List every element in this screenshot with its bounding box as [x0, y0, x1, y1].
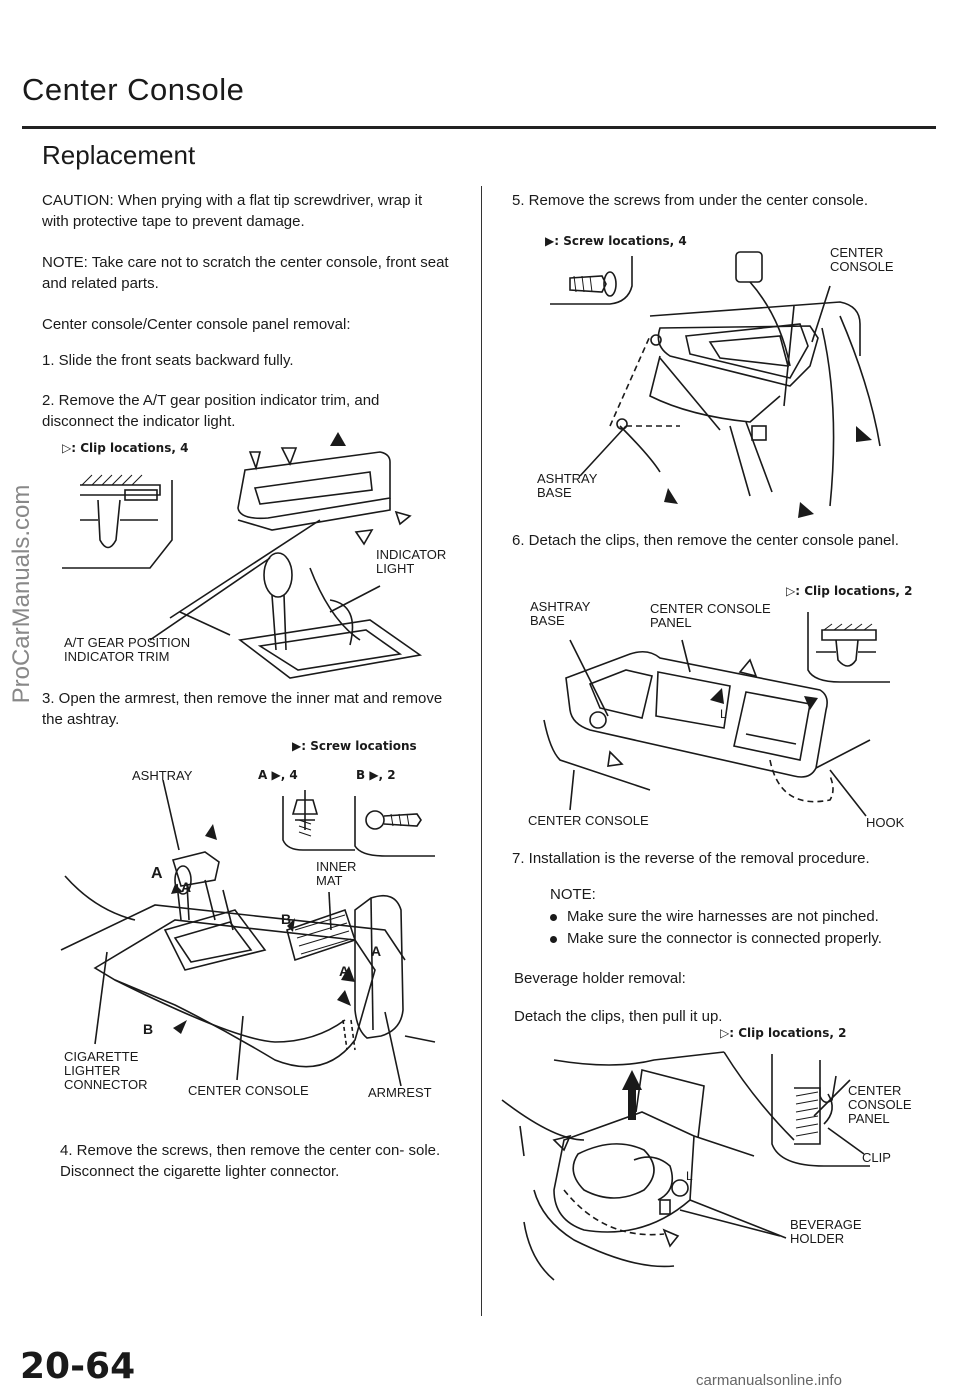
fig2-screw-a: A ▶, 4: [258, 768, 298, 782]
column-divider: [481, 186, 482, 1316]
fig2-center-console-illustration: A A B B A A: [60, 779, 436, 1087]
section-subtitle: Replacement: [42, 140, 196, 170]
fig5-clip-locations: ▷: Clip locations, 2: [720, 1026, 847, 1040]
step-4: 4. Remove the screws, then remove the ce…: [60, 1142, 441, 1180]
note-item-1-text: Make sure the wire harnesses are not pin…: [567, 908, 879, 925]
fig1-indicator-light-label: INDICATOR LIGHT: [376, 547, 447, 576]
title-rule: [22, 126, 936, 129]
note-item-1: Make sure the wire harnesses are not pin…: [550, 906, 879, 927]
fig4-clip-locations: ▷: Clip locations, 2: [786, 584, 913, 598]
fig4-hook-label: HOOK: [866, 815, 905, 830]
fig4-center-console-label: CENTER CONSOLE: [528, 813, 649, 828]
fig2-center-console-label: CENTER CONSOLE: [188, 1083, 309, 1098]
fig4-console-panel-illustration: L: [543, 612, 890, 817]
page-number: 20-64: [20, 1346, 136, 1387]
side-watermark: ProCarManuals.com: [8, 484, 35, 704]
footer-site: carmanualsonline.info: [696, 1372, 842, 1389]
fig4-ashtray-base-label: ASHTRAY BASE: [530, 599, 591, 628]
fig1-indicator-trim-illustration: [62, 432, 423, 679]
removal-heading: Center console/Center console panel remo…: [42, 316, 351, 333]
step-2: 2. Remove the A/T gear position indicato…: [42, 392, 380, 430]
fig2-armrest-label: ARMREST: [368, 1085, 432, 1100]
svg-text:B: B: [281, 911, 291, 927]
fig1-clip-locations: ▷: Clip locations, 4: [62, 441, 189, 455]
note-item-2: Make sure the connector is connected pro…: [550, 928, 882, 949]
fig3-ashtray-base-label: ASHTRAY BASE: [537, 471, 598, 500]
svg-text:A: A: [371, 943, 381, 959]
beverage-text: Detach the clips, then pull it up.: [514, 1008, 723, 1025]
bullet-icon: [550, 935, 557, 943]
svg-text:A: A: [151, 865, 163, 882]
page-title: Center Console: [22, 72, 245, 107]
step-3: 3. Open the armrest, then remove the inn…: [42, 690, 443, 728]
fig2-ashtray-label: ASHTRAY: [132, 768, 193, 783]
note-item-2-text: Make sure the connector is connected pro…: [567, 930, 882, 947]
fig3-under-console-illustration: [550, 251, 881, 518]
fig2-screw-b: B ▶, 2: [356, 768, 396, 782]
fig5-panel-label: CENTER CONSOLE PANEL: [848, 1083, 912, 1126]
beverage-heading: Beverage holder removal:: [514, 970, 686, 987]
note-label: NOTE:: [550, 886, 596, 903]
step-5: 5. Remove the screws from under the cent…: [512, 192, 869, 209]
fig3-center-console-label: CENTER CONSOLE: [830, 245, 894, 274]
fig2-cigarette-label: CIGARETTE LIGHTER CONNECTOR: [64, 1049, 148, 1092]
fig3-screw-locations: ▶: Screw locations, 4: [545, 234, 687, 248]
svg-text:L: L: [720, 707, 727, 721]
fig5-clip-label: CLIP: [862, 1150, 891, 1165]
note-text: NOTE: Take care not to scratch the cente…: [42, 254, 449, 292]
step-6: 6. Detach the clips, then remove the cen…: [512, 532, 899, 549]
fig1-trim-label: A/T GEAR POSITION INDICATOR TRIM: [64, 635, 191, 664]
fig2-screw-locations: ▶: Screw locations: [292, 739, 417, 753]
caution-text: CAUTION: When prying with a flat tip scr…: [42, 192, 423, 230]
fig4-panel-label: CENTER CONSOLE PANEL: [650, 601, 771, 630]
svg-text:A: A: [339, 963, 349, 979]
step-1: 1. Slide the front seats backward fully.: [42, 352, 294, 369]
step-7: 7. Installation is the reverse of the re…: [512, 850, 870, 867]
fig2-inner-mat-label: INNER MAT: [316, 859, 357, 888]
svg-text:A: A: [181, 879, 191, 895]
svg-text:L: L: [686, 1169, 693, 1183]
fig5-beverage-holder-illustration: L: [501, 1051, 870, 1281]
svg-text:B: B: [143, 1021, 153, 1037]
fig5-holder-label: BEVERAGE HOLDER: [790, 1217, 862, 1246]
bullet-icon: [550, 913, 557, 921]
